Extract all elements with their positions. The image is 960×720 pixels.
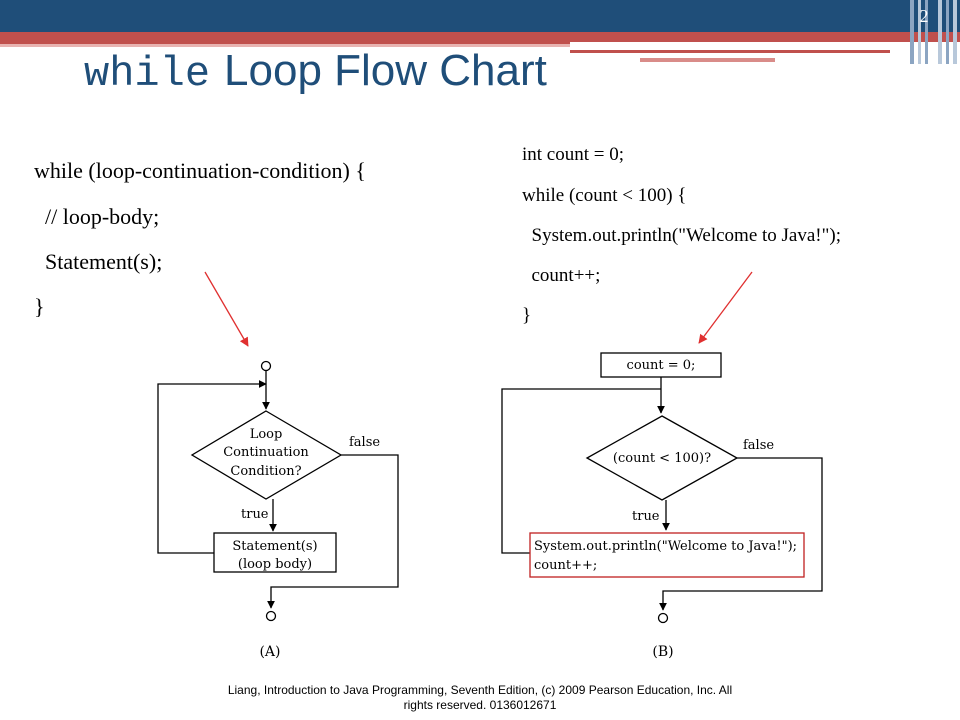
body-line-2-a: (loop body): [238, 557, 312, 572]
pointer-arrow-a: [204, 271, 249, 347]
header-decoration: [0, 0, 960, 64]
right-code-line-5: }: [522, 305, 532, 326]
footer-credit: Liang, Introduction to Java Programming,…: [180, 683, 780, 713]
header-band: [0, 0, 960, 32]
right-code-line-4: count++;: [522, 265, 601, 286]
false-label-a: false: [349, 435, 380, 450]
body-line-2-b: count++;: [534, 558, 597, 573]
footer-line-1: Liang, Introduction to Java Programming,…: [227, 683, 733, 697]
init-box-b: [600, 352, 722, 378]
condition-line-2-a: Continuation: [223, 445, 309, 460]
body-line-1-a: Statement(s): [232, 539, 317, 554]
flowchart-a: Loop Continuation Condition? false true …: [157, 360, 399, 660]
loop-back-line-a: [157, 380, 267, 554]
true-label-b: true: [632, 509, 660, 524]
condition-line-1-a: Loop: [250, 427, 283, 442]
condition-text-b: (count < 100)?: [613, 451, 711, 466]
start-node-a: [260, 360, 272, 372]
condition-line-3-a: Condition?: [230, 464, 301, 479]
condition-diamond-a: [190, 410, 343, 500]
caption-b: (B): [652, 644, 673, 660]
caption-a: (A): [259, 644, 280, 660]
left-code-line-4: }: [34, 294, 45, 319]
right-code-line-2: while (count < 100) {: [522, 185, 687, 206]
footer-line-2: rights reserved. 0136012671: [403, 698, 557, 712]
title-code-word: while: [84, 50, 211, 98]
loop-back-line-b: [501, 388, 661, 554]
flowchart-b: count = 0; (count < 100)? false true Sys…: [501, 352, 823, 660]
right-code-line-1: int count = 0;: [522, 144, 625, 165]
true-label-a: true: [241, 507, 269, 522]
left-code-line-1: while (loop-continuation-condition) {: [34, 158, 366, 183]
false-path-a: [267, 454, 399, 609]
body-line-1-b: System.out.println("Welcome to Java!");: [534, 539, 797, 554]
end-node-b: [657, 612, 669, 624]
left-code-line-2: // loop-body;: [34, 204, 160, 229]
condition-diamond-b: [585, 415, 739, 501]
left-code-line-3: Statement(s);: [34, 249, 163, 274]
body-box-b: [529, 532, 805, 578]
right-code-line-3: System.out.println("Welcome to Java!");: [522, 225, 841, 246]
slide-title: while Loop Flow Chart: [84, 46, 547, 98]
slide-number: 2: [919, 6, 929, 26]
end-node-a: [265, 610, 277, 622]
init-text-b: count = 0;: [627, 358, 696, 373]
title-text: Loop Flow Chart: [224, 46, 547, 95]
body-box-a: [213, 532, 337, 573]
pointer-arrow-b: [698, 271, 753, 344]
false-path-b: [659, 457, 823, 611]
false-label-b: false: [743, 438, 774, 453]
